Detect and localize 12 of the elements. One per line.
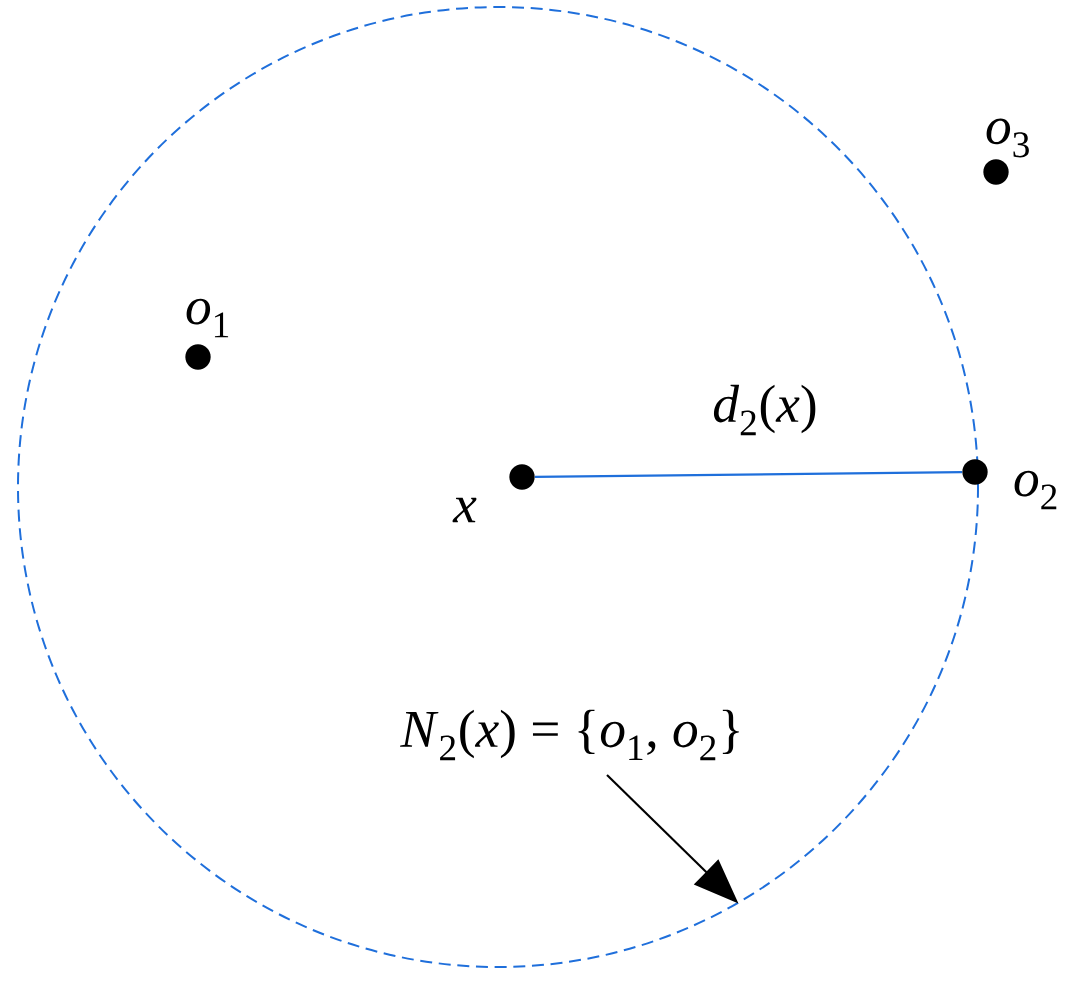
point-dot — [962, 459, 988, 485]
point-dot — [983, 159, 1009, 185]
edge-label: d$_{2}$(x) — [709, 382, 821, 438]
point-dot — [509, 464, 535, 490]
point-label: o$_{2}$ — [1014, 470, 1057, 510]
point-dot — [185, 344, 211, 370]
set-label: N$_{2}$(x) = {o$_{1}$, o$_{2}$} — [400, 709, 739, 761]
radius-line — [534, 471, 963, 478]
point-label: x — [452, 497, 477, 523]
point-label: o$_{1}$ — [186, 298, 229, 338]
dashed-circle — [17, 6, 979, 968]
point-label: o$_{3}$ — [986, 118, 1029, 158]
